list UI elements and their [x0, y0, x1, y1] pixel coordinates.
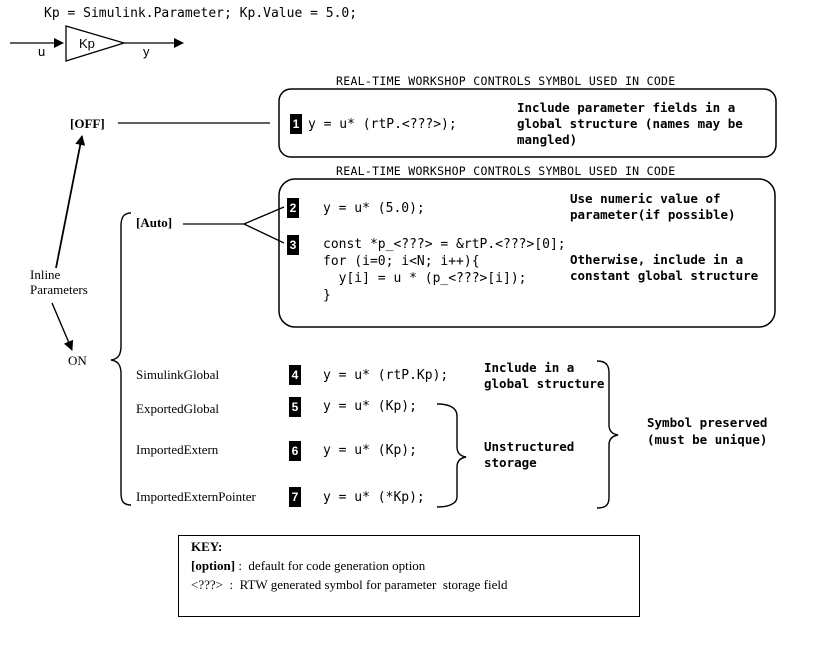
key-box [178, 535, 640, 617]
unstructured-brace [436, 403, 467, 508]
inline-parameters-label-line1: Inline [30, 267, 61, 282]
preserved-brace [596, 360, 619, 509]
case-number-7: 7 [289, 487, 301, 507]
gain-block [65, 25, 127, 62]
storage-class-name: ExportedGlobal [136, 401, 220, 416]
block-input-label: u [38, 44, 46, 59]
case-number-2: 2 [287, 198, 299, 218]
key-symbol-row: <???> : RTW generated symbol for paramet… [191, 578, 508, 591]
case-number-5: 5 [289, 397, 301, 417]
parameter-definition-code: Kp = Simulink.Parameter; Kp.Value = 5.0; [44, 6, 358, 21]
unstructured-note-line1: Unstructured [484, 439, 575, 454]
preserved-note-line2: (must be unique) [647, 432, 768, 447]
auto-branch-2 [243, 206, 285, 225]
auto-box [278, 178, 776, 328]
on-label: ON [68, 353, 87, 368]
case-number-4: 4 [289, 365, 301, 385]
key-option-desc: : default for code generation option [235, 558, 426, 573]
auto-case3-code: const *p_<???> = &rtP.<???>[0]; for (i=0;… [323, 236, 566, 304]
off-option-label: [OFF] [70, 116, 105, 131]
key-title: KEY: [191, 539, 223, 554]
storage-code: y = u* (Kp); [323, 443, 417, 458]
preserved-note-line1: Symbol preserved [647, 415, 768, 430]
auto-case3-code-line: const *p_<???> = &rtP.<???>[0]; [323, 237, 566, 252]
storage-code: y = u* (Kp); [323, 399, 417, 414]
gain-block-label: Kp [79, 36, 95, 51]
auto-case2-note-line1: Use numeric value of [570, 191, 721, 206]
key-option-row: [option] : default for code generation o… [191, 559, 425, 572]
off-note-line1: Include parameter fields in a [517, 100, 736, 115]
auto-case2-code: y = u* (5.0); [323, 201, 425, 216]
off-code: y = u* (rtP.<???>); [308, 117, 457, 132]
unstructured-note-line2: storage [484, 455, 537, 470]
storage-class-name: SimulinkGlobal [136, 367, 220, 382]
storage-class-name: ImportedExtern [136, 442, 219, 457]
case-number-6: 6 [289, 441, 301, 461]
storage-code: y = u* (rtP.Kp); [323, 368, 449, 383]
key-symbol-desc: : RTW generated symbol for parameter sto… [222, 577, 508, 592]
auto-case3-note-line1: Otherwise, include in a [570, 252, 744, 267]
off-note-line3: mangled) [517, 132, 578, 147]
auto-case3-note-line2: constant global structure [570, 268, 759, 283]
case-number-1: 1 [290, 114, 302, 134]
auto-case3-code-line: for (i=0; i<N; i++){ [323, 254, 480, 269]
auto-case2-note-line2: parameter(if possible) [570, 207, 736, 222]
auto-option-label: [Auto] [136, 215, 173, 230]
inline-parameters-label-line2: Parameters [30, 282, 88, 297]
storage-class-name: ImportedExternPointer [136, 489, 256, 504]
off-note-line2: global structure (names may be [517, 116, 743, 131]
auto-box-header: REAL-TIME WORKSHOP CONTROLS SYMBOL USED … [336, 164, 676, 178]
on-brace [110, 212, 132, 506]
key-option-term: [option] [191, 558, 236, 573]
global-structure-note-line2: global structure [484, 376, 605, 391]
auto-branch-3 [243, 223, 285, 244]
global-structure-note-line1: Include in a [484, 360, 575, 375]
auto-case3-code-line: y[i] = u * (p_<???>[i]); [323, 271, 527, 286]
block-output-label: y [143, 44, 150, 59]
storage-code: y = u* (*Kp); [323, 490, 425, 505]
off-box [278, 88, 777, 158]
arrow-to-on [51, 302, 74, 351]
arrow-to-off [55, 135, 86, 269]
case-number-3: 3 [287, 235, 299, 255]
auto-case3-code-line: } [323, 288, 331, 303]
key-symbol-term: <???> [191, 577, 223, 592]
off-box-header: REAL-TIME WORKSHOP CONTROLS SYMBOL USED … [336, 74, 676, 88]
